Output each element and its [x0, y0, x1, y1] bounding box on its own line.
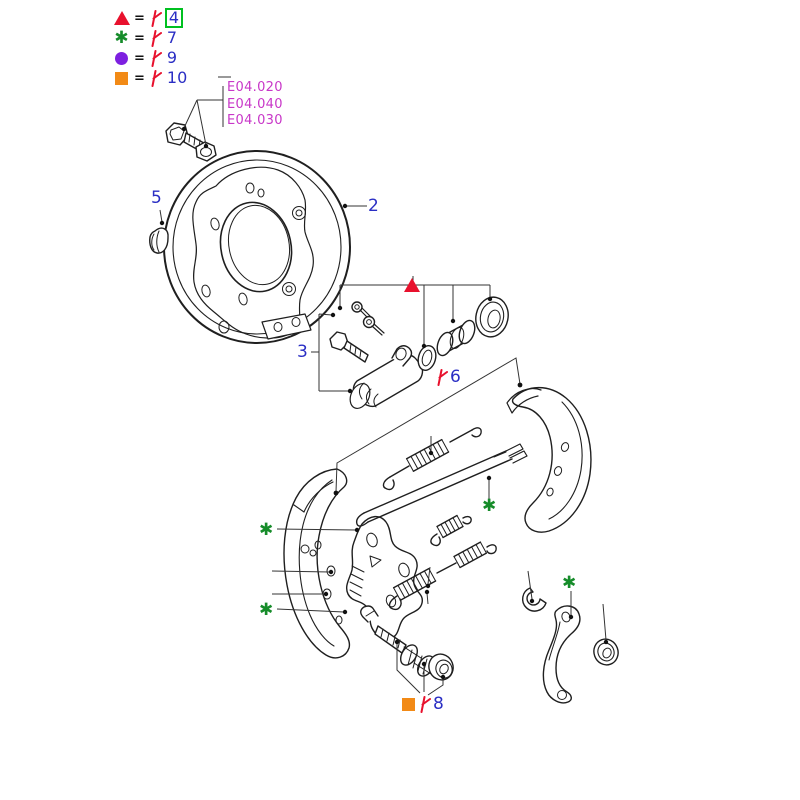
washer-right [593, 638, 619, 666]
legend-symbol: ✱ [112, 27, 131, 48]
circle-marker-icon [115, 51, 128, 65]
star-callout-marker: ✱ [482, 496, 496, 515]
plug-part [149, 227, 169, 254]
legend-row-10: = 10 [112, 68, 189, 88]
legend-ref-highlighted: 4 [164, 8, 184, 28]
part-label-8: 8 [402, 695, 444, 713]
equals-sign: = [134, 50, 145, 66]
star-marker-icon: ✱ [562, 573, 577, 593]
square-marker-icon [402, 697, 415, 711]
star-callout-marker: ✱ [562, 573, 576, 592]
part-label-6: 6 [434, 368, 461, 386]
legend-symbol [112, 71, 131, 85]
square-marker-icon [115, 71, 128, 85]
triangle-callout-marker [404, 259, 420, 292]
equals-sign: = [134, 30, 145, 46]
flag-icon [148, 9, 162, 27]
legend-symbol [112, 11, 131, 25]
lower-return-spring [388, 541, 497, 611]
part-number: 3 [297, 342, 308, 362]
backing-plate [163, 150, 351, 344]
brake-shoe-right [506, 387, 592, 533]
small-spring [430, 514, 472, 547]
part-number: 5 [151, 188, 162, 208]
adjuster-screw-kit [360, 605, 454, 681]
triangle-marker-icon [404, 259, 420, 292]
part-label-2: 2 [368, 198, 379, 215]
star-callout-marker: ✱ [259, 600, 273, 619]
star-marker-icon: ✱ [259, 520, 274, 540]
flag-icon [417, 695, 431, 713]
mount-bolt-and-nut [165, 122, 217, 162]
legend-row-7: ✱ = 7 [112, 28, 179, 48]
flag-icon [434, 368, 448, 386]
flag-icon [148, 49, 162, 67]
equals-sign: = [134, 10, 145, 26]
c-clip [521, 587, 547, 612]
equals-sign: = [134, 70, 145, 86]
adjuster-strut [355, 443, 528, 527]
legend-ref: 9 [166, 48, 178, 67]
part-number: 2 [368, 196, 379, 216]
triangle-marker-icon [113, 11, 130, 25]
star-marker-icon: ✱ [482, 496, 497, 516]
section-code-label: E04.020 [227, 80, 283, 95]
leader-lines [159, 76, 607, 696]
star-callout-marker: ✱ [259, 520, 273, 539]
part-label-3: 3 [297, 344, 308, 361]
star-marker-icon: ✱ [259, 600, 274, 620]
legend-row-4: =4 [112, 8, 184, 28]
flag-icon [148, 69, 162, 87]
parking-lever-center [300, 515, 424, 640]
parking-lever-right [542, 605, 581, 704]
section-code-label: E04.030 [227, 113, 283, 128]
star-marker-icon: ✱ [114, 27, 129, 48]
flag-icon [148, 29, 162, 47]
legend-symbol [112, 51, 131, 65]
upper-return-spring [382, 427, 482, 491]
part-label-5: 5 [151, 190, 162, 207]
brake-shoe-left [283, 468, 351, 659]
legend-row-9: =9 [112, 48, 179, 68]
legend-ref: 10 [166, 68, 188, 87]
section-code-label: E04.040 [227, 96, 283, 112]
leader-dots [159, 126, 609, 680]
legend-ref: 7 [166, 28, 178, 47]
part-number: 8 [433, 693, 444, 714]
part-number: 6 [450, 366, 461, 387]
wheel-cylinder-kit [329, 296, 509, 409]
